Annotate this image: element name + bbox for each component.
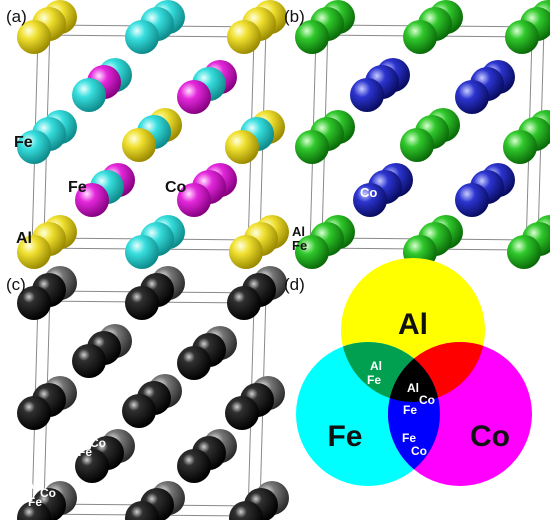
panel-d-venn-diagram: (d) Al Fe Co Al Fe Al Co Fe Fe Co — [284, 258, 532, 486]
atom-layer — [295, 0, 550, 269]
panel-label-b: (b) — [284, 7, 305, 26]
atom-front — [17, 235, 51, 269]
venn-label-fe: Fe — [327, 420, 362, 453]
atom-front — [125, 235, 159, 269]
atom-front — [227, 20, 261, 54]
overlap-al-fe-label-fe: Fe — [367, 373, 381, 387]
atom-front — [503, 130, 537, 164]
atom-front — [17, 130, 51, 164]
atom-label-al: Al — [16, 230, 32, 247]
atom-front — [225, 396, 259, 430]
atom-front — [75, 449, 109, 483]
atom-front — [225, 130, 259, 164]
center-label-co: Co — [419, 393, 435, 407]
venn-label-al: Al — [398, 308, 428, 341]
venn-overlap-center — [388, 342, 440, 402]
atom-front — [227, 286, 261, 320]
overlap-fe-co-label-fe: Fe — [402, 431, 416, 445]
atom-front — [125, 20, 159, 54]
atom-front — [125, 286, 159, 320]
atom-front — [122, 394, 156, 428]
atom-front — [177, 346, 211, 380]
atom-front — [75, 183, 109, 217]
atom-front — [125, 501, 159, 520]
atom-label-fe: Fe — [348, 172, 363, 187]
atom-label-fe: Fe — [14, 134, 33, 151]
atom-front — [177, 80, 211, 114]
atom-label-co: Co — [360, 185, 377, 200]
atom-front — [17, 396, 51, 430]
atom-front — [17, 501, 51, 520]
atom-label-al: Al — [292, 224, 305, 239]
atom-label-fe: Fe — [78, 445, 92, 459]
atom-front — [295, 130, 329, 164]
atom-label-al: Al — [76, 428, 88, 442]
atom-front — [72, 344, 106, 378]
overlap-al-fe-label-al: Al — [370, 359, 382, 373]
atom-front — [122, 128, 156, 162]
panel-label-a: (a) — [6, 7, 27, 26]
atom-front — [455, 183, 489, 217]
center-label-fe: Fe — [403, 403, 417, 417]
atom-front — [177, 183, 211, 217]
atom-front — [507, 235, 541, 269]
atom-label-co: Co — [90, 436, 106, 450]
atom-front — [400, 128, 434, 162]
venn-label-co: Co — [470, 420, 510, 453]
atom-front — [72, 78, 106, 112]
atom-front — [295, 235, 329, 269]
atom-front — [353, 183, 387, 217]
atom-front — [295, 20, 329, 54]
atom-front — [17, 286, 51, 320]
panel-label-d: (d) — [284, 275, 305, 294]
atom-label-fe: Fe — [28, 495, 42, 509]
atom-label-co: Co — [165, 179, 187, 196]
center-label-al: Al — [407, 381, 419, 395]
atom-front — [505, 20, 539, 54]
atom-front — [177, 449, 211, 483]
panel-label-c: (c) — [6, 275, 26, 294]
overlap-fe-co-label-co: Co — [411, 444, 427, 458]
atom-front — [403, 20, 437, 54]
atom-label-fe: Fe — [292, 238, 307, 253]
atom-layer — [17, 266, 289, 520]
atom-label-co: Co — [40, 486, 56, 500]
atom-front — [17, 20, 51, 54]
atom-front — [229, 235, 263, 269]
atom-front — [350, 78, 384, 112]
atom-label-fe-2: Fe — [68, 179, 87, 196]
atom-layer — [17, 0, 289, 269]
atom-front — [455, 80, 489, 114]
atom-front — [229, 501, 263, 520]
atom-label-al: Al — [26, 478, 38, 492]
